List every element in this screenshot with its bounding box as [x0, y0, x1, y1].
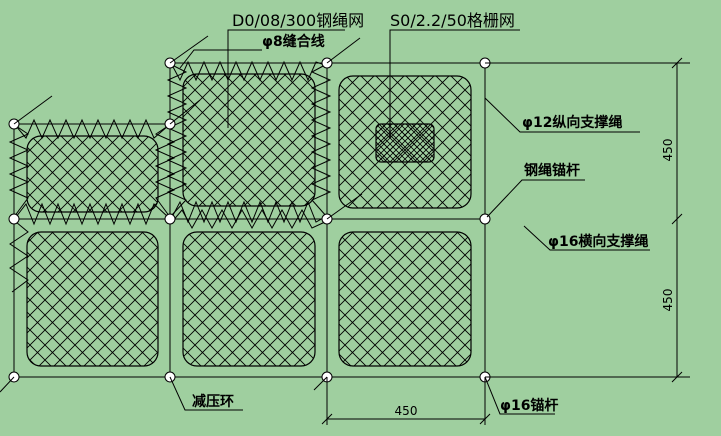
net-panel [182, 231, 316, 367]
seam-line [171, 60, 326, 82]
transverse-rope-label: φ16横向支撑绳 [548, 233, 648, 250]
longitudinal-rope-label: φ12纵向支撑绳 [522, 114, 622, 131]
net-panels [26, 73, 472, 367]
net-panel [26, 135, 159, 213]
leader-lines [169, 29, 650, 415]
seam-line [15, 118, 169, 140]
net-panel [26, 231, 159, 367]
seam-line [171, 200, 326, 224]
leader-anchor [484, 376, 555, 415]
anchor-label: φ16锚杆 [500, 397, 558, 414]
anchor-node [8, 213, 20, 225]
rope-net-label: D0/08/300钢绳网 [232, 11, 364, 30]
seam-line [310, 64, 332, 218]
dimension-vertical-bottom: 450 [661, 289, 675, 312]
leader-seam-line [179, 49, 262, 69]
seam-line [154, 125, 176, 218]
leader-pressure-ring [169, 376, 243, 411]
rope-anchor-label: 钢绳锚杆 [524, 162, 580, 179]
seam-line [171, 208, 326, 230]
seam-lines [8, 60, 332, 293]
leader-grid-net [389, 29, 520, 138]
pressure-ring-label: 减压环 [192, 393, 234, 410]
dimension-vertical-top: 450 [661, 139, 675, 162]
dimension-lines [321, 57, 690, 425]
leader-rope-net [227, 29, 345, 128]
seam-line [15, 202, 169, 226]
seam-line-label: φ8缝合线 [262, 33, 325, 50]
dimension-horizontal: 450 [395, 404, 418, 418]
net-panel [338, 231, 472, 367]
anchor-node [164, 213, 176, 225]
seam-line [166, 64, 188, 218]
net-panel [182, 73, 316, 207]
seam-line [9, 221, 29, 293]
leader-longitudinal-rope [484, 97, 640, 133]
anchor-ticks [0, 35, 363, 393]
grid-net-patch [375, 123, 435, 163]
grid-net-label: S0/2.2/50格栅网 [390, 11, 515, 30]
leader-transverse-rope [523, 225, 650, 251]
leader-rope-anchor [486, 179, 585, 218]
seam-line [8, 125, 30, 218]
